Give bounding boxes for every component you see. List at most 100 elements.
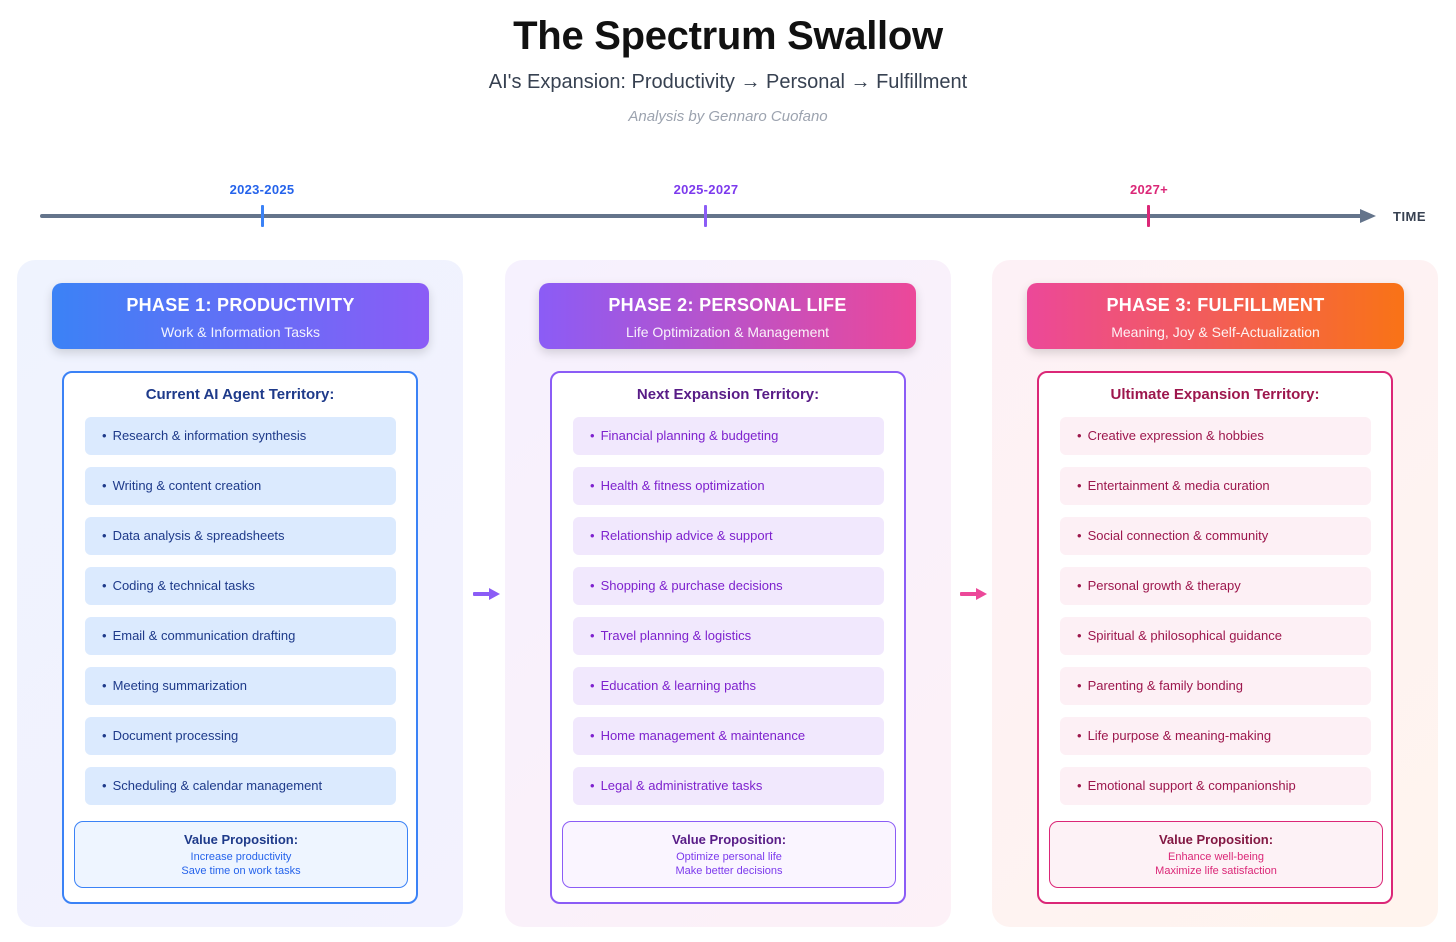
bullet-icon: •	[102, 478, 107, 493]
arrow-shaft	[960, 592, 978, 596]
list-item: • Education & learning paths	[573, 667, 884, 705]
arrow-head	[489, 588, 500, 600]
bullet-icon: •	[1077, 728, 1082, 743]
list-item: • Writing & content creation	[85, 467, 396, 505]
bullet-icon: •	[590, 778, 595, 793]
phase-1-to-2-arrow-icon	[473, 588, 501, 600]
bullet-icon: •	[102, 678, 107, 693]
list-item-label: Parenting & family bonding	[1087, 678, 1243, 693]
list-item-label: Document processing	[112, 728, 239, 743]
bullet-icon: •	[1077, 778, 1082, 793]
list-item: • Legal & administrative tasks	[573, 767, 884, 805]
value-proposition-title: Value Proposition:	[183, 832, 299, 847]
phase-2-to-3-arrow-icon	[960, 588, 988, 600]
phase-1-territory-card: Current AI Agent Territory: •Research & …	[62, 371, 418, 904]
bullet-icon: •	[590, 728, 595, 743]
value-proposition-title: Value Proposition:	[1158, 832, 1274, 847]
list-item-label: Meeting summarization	[112, 678, 247, 693]
list-item: • Social connection & community	[1060, 517, 1371, 555]
phase-2-title: PHASE 2: PERSONAL LIFE	[608, 295, 847, 315]
bullet-icon: •	[590, 428, 595, 443]
list-item: • Home management & maintenance	[573, 717, 884, 755]
value-proposition-line: Increase productivity	[190, 851, 292, 863]
list-item: •Shopping & purchase decisions	[573, 567, 884, 605]
list-item-label: Education & learning paths	[600, 678, 756, 693]
bullet-icon: •	[1077, 428, 1082, 443]
list-item-label: Shopping & purchase decisions	[600, 578, 783, 593]
bullet-icon: •	[102, 578, 107, 593]
list-item: • Financial planning & budgeting	[573, 417, 884, 455]
phase-1-value-proposition: Value Proposition: Increase productivity…	[74, 821, 408, 888]
value-proposition-line: Make better decisions	[675, 865, 783, 877]
list-item: • Health & fitness optimization	[573, 467, 884, 505]
bullet-icon: •	[102, 428, 107, 443]
timeline-arrowhead	[1360, 209, 1376, 223]
phase-3-subtitle: Meaning, Joy & Self-Actualization	[1111, 324, 1320, 340]
phase-1-subtitle: Work & Information Tasks	[161, 324, 320, 340]
phase-3-territory-card: Ultimate Expansion Territory: •Creative …	[1037, 371, 1393, 904]
list-item-label: Personal growth & therapy	[1087, 578, 1241, 593]
list-item: •Creative expression & hobbies	[1060, 417, 1371, 455]
bullet-icon: •	[102, 528, 107, 543]
list-item: • Emotional support & companionship	[1060, 767, 1371, 805]
value-proposition-line: Enhance well-being	[1167, 851, 1264, 863]
list-item: • Personal growth & therapy	[1060, 567, 1371, 605]
bullet-icon: •	[1077, 628, 1082, 643]
list-item-label: Travel planning & logistics	[600, 628, 752, 643]
list-item-label: Legal & administrative tasks	[600, 778, 763, 793]
list-item: • Travel planning & logistics	[573, 617, 884, 655]
bullet-icon: •	[590, 478, 595, 493]
list-item-label: Coding & technical tasks	[112, 578, 255, 593]
list-item-label: Social connection & community	[1087, 528, 1269, 543]
list-item: • Scheduling & calendar management	[85, 767, 396, 805]
bullet-icon: •	[1077, 478, 1082, 493]
bullet-icon: •	[590, 678, 595, 693]
list-item-label: Relationship advice & support	[600, 528, 773, 543]
list-item-label: Scheduling & calendar management	[112, 778, 323, 793]
bullet-icon: •	[1077, 528, 1082, 543]
phase-2-value-proposition: Value Proposition: Optimize personal lif…	[562, 821, 896, 888]
bullet-icon: •	[590, 528, 595, 543]
list-item: • Document processing	[85, 717, 396, 755]
list-item: • Research & information synthesis	[85, 417, 396, 455]
bullet-icon: •	[102, 728, 107, 743]
timeline-tick-label-phase-2: 2025-2027	[673, 182, 739, 197]
arrow-head	[976, 588, 987, 600]
list-item-label: Research & information synthesis	[112, 428, 307, 443]
value-proposition-line: Maximize life satisfaction	[1155, 865, 1277, 877]
phase-3-value-proposition: Value Proposition: Enhance well-being Ma…	[1049, 821, 1383, 888]
value-proposition-title: Value Proposition:	[671, 832, 787, 847]
list-item: • Coding & technical tasks	[85, 567, 396, 605]
timeline-tick-label-phase-1: 2023-2025	[229, 182, 295, 197]
list-item: •Email & communication drafting	[85, 617, 396, 655]
timeline-tick-phase-2	[704, 205, 707, 227]
list-item-label: Health & fitness optimization	[600, 478, 765, 493]
timeline-tick-phase-3	[1147, 205, 1150, 227]
phase-1-title: PHASE 1: PRODUCTIVITY	[126, 295, 355, 315]
bullet-icon: •	[1077, 578, 1082, 593]
list-item: •Parenting & family bonding	[1060, 667, 1371, 705]
list-item: •Data analysis & spreadsheets	[85, 517, 396, 555]
phase-2-subtitle: Life Optimization & Management	[625, 324, 830, 340]
timeline-axis-label: TIME	[1393, 209, 1427, 224]
list-item-label: Email & communication drafting	[112, 628, 296, 643]
timeline-tick-label-phase-3: 2027+	[1129, 182, 1168, 197]
list-item-label: Spiritual & philosophical guidance	[1087, 628, 1282, 643]
list-item: • Life purpose & meaning-making	[1060, 717, 1371, 755]
list-item: • Meeting summarization	[85, 667, 396, 705]
diagram-title: The Spectrum Swallow	[513, 14, 943, 58]
timeline-tick-phase-1	[261, 205, 264, 227]
phase-2-header: PHASE 2: PERSONAL LIFE Life Optimization…	[539, 283, 916, 349]
bullet-icon: •	[102, 778, 107, 793]
list-item-label: Home management & maintenance	[600, 728, 806, 743]
list-item-label: Life purpose & meaning-making	[1087, 728, 1272, 743]
phase-2-territory-card: Next Expansion Territory: •Financial pla…	[550, 371, 906, 904]
phase-3-territory-title: Ultimate Expansion Territory:	[1110, 386, 1320, 403]
author-credit: Analysis by Gennaro Cuofano	[628, 108, 828, 125]
diagram-subtitle: AI's Expansion: Productivity → Personal …	[488, 71, 968, 93]
list-item-label: Writing & content creation	[112, 478, 262, 493]
bullet-icon: •	[590, 628, 595, 643]
value-proposition-line: Optimize personal life	[676, 851, 782, 863]
list-item-label: Emotional support & companionship	[1087, 778, 1296, 793]
list-item-label: Financial planning & budgeting	[600, 428, 779, 443]
